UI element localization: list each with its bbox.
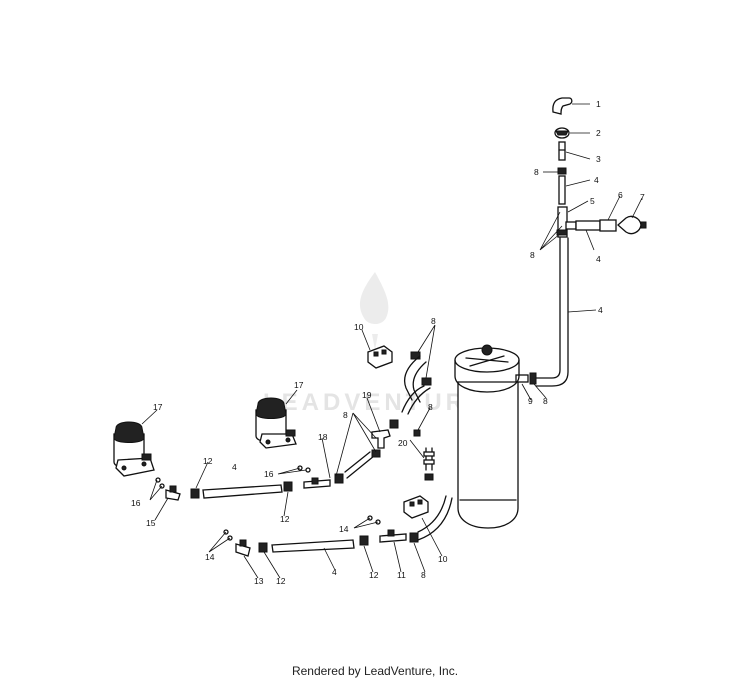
callout-14-right: 14 [339,524,349,534]
callout-8-center: 8 [343,410,348,420]
part-11-tee-fitting [379,533,407,543]
callout-13: 13 [254,576,264,586]
tank-cap [481,344,493,356]
part-4-fuel-line-upper [202,484,283,499]
callout-6: 6 [618,190,623,200]
watermark-flame-icon [359,272,389,350]
part-16-oring-b [159,483,165,489]
callout-14-left: 14 [205,552,215,562]
part-4-hose-long [535,237,561,379]
watermark: LEADVENTURE [263,272,487,416]
callout-17-center: 17 [294,380,304,390]
callout-5: 5 [590,196,595,206]
callout-8-upper: 8 [431,316,436,326]
fuel-pump-left [113,421,155,477]
part-9-fitting [515,374,529,383]
callout-1: 1 [596,99,601,109]
part-13-fitting [235,543,251,557]
leader-lines [141,103,643,579]
part-4-hose-short [558,175,566,205]
callout-4-top: 4 [594,175,599,185]
upper-fuel-line [155,419,399,501]
part-7-vent-filter [617,215,642,235]
part-8-clamp-top [557,167,567,175]
part-14-oring-a [223,529,229,535]
footer-credit: Rendered by LeadVenture, Inc. [291,664,459,678]
part-19-tee [371,429,391,449]
callouts: 1 2 3 4 4 4 4 4 5 6 7 8 8 8 8 8 8 8 9 10… [131,99,645,586]
callout-4-branch: 4 [596,254,601,264]
part-1-elbow-cap [552,97,573,115]
part-4-fuel-line-lower [271,539,355,553]
part-6-fitting [599,219,617,232]
upper-bracket-group [367,345,432,415]
part-12-clamp-upper-right [283,481,293,492]
callout-15: 15 [146,518,156,528]
part-2-clamp-tab [555,130,569,136]
callout-12-upper-left: 12 [203,456,213,466]
part-16-oring-d [305,467,311,473]
part-16-oring-a [155,477,161,483]
part-12-clamp-upper-left [190,488,200,499]
part-4-hose-return [417,495,447,533]
callout-4-long: 4 [598,305,603,315]
part-4-hose-elbow [403,355,421,401]
part-17-pump-cap-center [255,397,287,419]
part-10-bracket-lower [403,495,429,519]
part-3-fitting [558,141,566,161]
part-8-clamp-20-top [413,429,421,437]
callout-3: 3 [596,154,601,164]
watermark-text: LEADVENTURE [263,389,487,416]
part-14-oring-c [367,515,373,521]
callout-4-fuel-upper: 4 [232,462,237,472]
callout-17-left: 17 [153,402,163,412]
part-16-oring-c [297,465,303,471]
part-12-clamp-lower-right [359,535,369,546]
callout-19: 19 [362,390,372,400]
part-5-tee-branch [565,221,577,230]
part-8-clamp-center [334,473,344,484]
part-10-bracket-upper [367,345,393,369]
part-17-pump-cap-left [113,421,145,443]
callout-4-fuel-lower: 4 [332,567,337,577]
tank-body [457,381,519,529]
callout-8-lower: 8 [421,570,426,580]
callout-7: 7 [640,192,645,202]
callout-16-center: 16 [264,469,274,479]
callout-11: 11 [397,570,406,580]
part-8-clamp-19 [389,419,399,429]
callout-8-tank: 8 [543,396,548,406]
fuel-tank [454,344,520,529]
part-14-oring-b [227,535,233,541]
callout-10-lower: 10 [438,554,448,564]
callout-10-upper: 10 [354,322,364,332]
callout-8-top: 8 [534,167,539,177]
callout-12-lower-left: 12 [276,576,286,586]
fuel-pump-center [255,397,297,449]
callout-9: 9 [528,396,533,406]
part-8-clamp-20-bottom [424,473,434,481]
callout-2: 2 [596,128,601,138]
part-8-clamp-lower [409,532,419,543]
callout-12-upper-right: 12 [280,514,290,524]
callout-8-tee: 8 [530,250,535,260]
part-18-hose [344,451,371,473]
part-14-oring-d [375,519,381,525]
callout-18: 18 [318,432,328,442]
callout-8-20: 8 [428,402,433,412]
callout-20: 20 [398,438,408,448]
part-8-clamp-upper-b [421,377,432,386]
callout-16-left: 16 [131,498,141,508]
part-12-clamp-lower-left [258,542,268,553]
part-20-check-valve [425,447,433,471]
part-8-clamp-tank [529,372,537,385]
part-4-hose-branch [575,220,601,231]
vent-line-assembly [515,97,647,387]
callout-12-lower-right: 12 [369,570,379,580]
lower-fuel-line [223,495,453,557]
part-20-group [413,429,435,481]
